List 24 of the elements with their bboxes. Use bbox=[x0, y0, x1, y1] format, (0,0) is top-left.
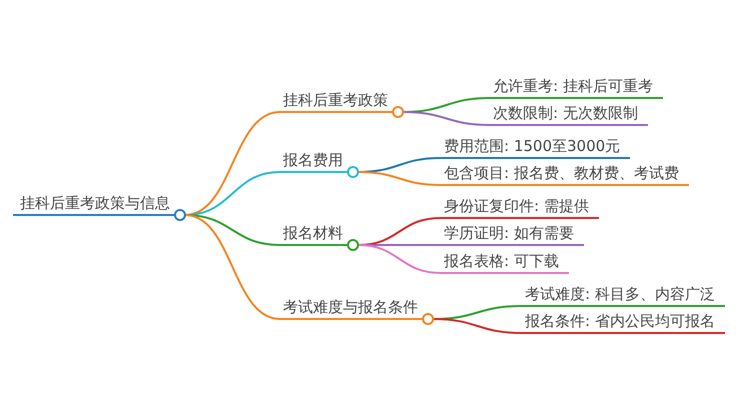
topic-label: 报名费用 bbox=[283, 151, 343, 169]
branch-line bbox=[184, 214, 280, 320]
topic-node bbox=[13, 193, 186, 221]
branch-line bbox=[358, 244, 442, 274]
topic-label: 次数限制: 无次数限制 bbox=[493, 104, 638, 122]
topic-label: 报名表格: 可下载 bbox=[444, 252, 559, 270]
topic-label: 学历证明: 如有需要 bbox=[444, 224, 574, 242]
topic-node bbox=[280, 150, 359, 178]
branch-line bbox=[432, 318, 522, 334]
topic-label: 挂科后重考政策与信息 bbox=[20, 194, 170, 212]
topic-label: 考试难度与报名条件 bbox=[283, 298, 418, 316]
topic-label: 挂科后重考政策 bbox=[283, 91, 388, 109]
branch-line bbox=[358, 171, 442, 186]
topic-node bbox=[280, 90, 404, 118]
topic-label: 允许重考: 挂科后可重考 bbox=[493, 77, 653, 95]
topic-label: 身份证复印件: 需提供 bbox=[444, 197, 589, 215]
topic-node bbox=[280, 297, 434, 325]
branch-line bbox=[402, 111, 490, 126]
topic-label: 报名材料 bbox=[283, 224, 343, 242]
topic-node bbox=[280, 223, 359, 251]
topic-label: 包含项目: 报名费、教材费、考试费 bbox=[444, 164, 679, 182]
topic-label: 考试难度: 科目多、内容广泛 bbox=[525, 285, 715, 303]
topic-label: 费用范围: 1500至3000元 bbox=[444, 137, 620, 155]
topic-label: 报名条件: 省内公民均可报名 bbox=[525, 312, 715, 330]
